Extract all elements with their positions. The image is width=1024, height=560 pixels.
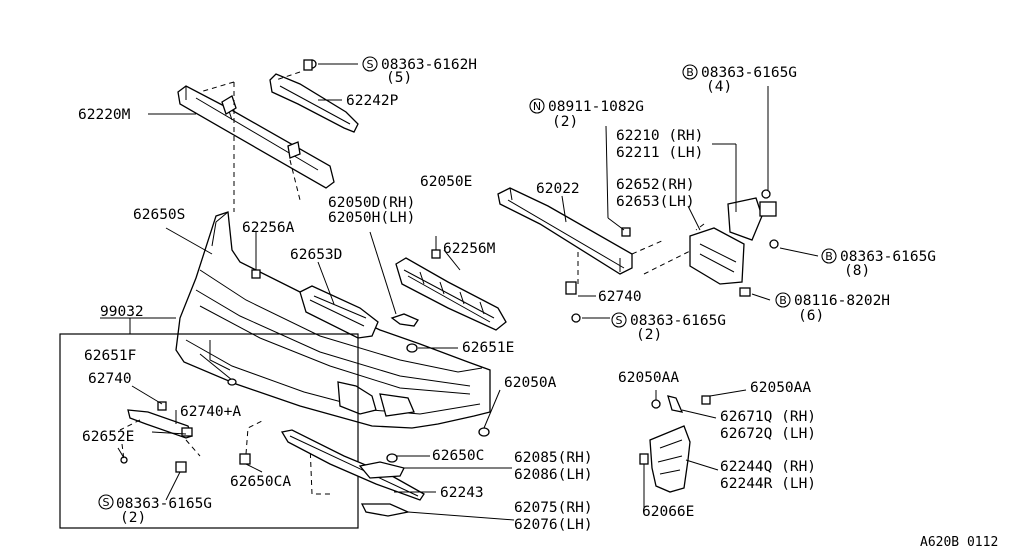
detail-box	[59, 333, 359, 529]
label-62651F: 62651F	[84, 348, 136, 364]
symbol-n: N	[533, 100, 541, 113]
label-62650C: 62650C	[432, 448, 484, 464]
label-qty-6: (6)	[798, 308, 824, 324]
symbol-s-2: S	[103, 496, 110, 509]
label-08363-6165G-bl: 08363-6165G	[116, 496, 212, 512]
label-62244R: 62244R (LH)	[720, 476, 816, 492]
label-62740-left: 62740	[88, 371, 132, 387]
leader-08116	[751, 293, 771, 301]
label-62672Q: 62672Q (LH)	[720, 426, 816, 442]
leader-62740-l	[131, 385, 163, 405]
grille-62653D	[299, 285, 379, 339]
label-62652: 62652(RH)	[616, 177, 695, 193]
label-62256M: 62256M	[443, 241, 496, 257]
leader-62653D	[317, 261, 335, 305]
leader-62651F	[199, 353, 233, 381]
label-62651E: 62651E	[462, 340, 514, 356]
label-08116-8202H: 08116-8202H	[794, 293, 890, 309]
label-62050H: 62050H(LH)	[328, 210, 415, 226]
label-62244Q: 62244Q (RH)	[720, 459, 816, 475]
label-62650S: 62650S	[133, 207, 185, 223]
label-62671Q: 62671Q (RH)	[720, 409, 816, 425]
label-62050AA-2: 62050AA	[750, 380, 811, 396]
absorber-62256M	[395, 257, 507, 331]
label-qty-2-bl: (2)	[120, 510, 146, 526]
label-62075: 62075(RH)	[514, 500, 593, 516]
leader-62244Q	[685, 459, 719, 471]
clip-62650CA	[239, 453, 251, 465]
leader-62650CA	[245, 463, 263, 473]
label-62210: 62210 (RH)	[616, 128, 703, 144]
symbol-s-1: S	[367, 58, 374, 71]
label-62050E: 62050E	[420, 174, 472, 190]
label-62050A: 62050A	[504, 375, 557, 391]
label-62085: 62085(RH)	[514, 450, 593, 466]
clip-62671Q	[667, 395, 684, 413]
bracket-62740-r	[565, 281, 577, 295]
clip-62050A	[478, 427, 490, 437]
label-qty-5: (5)	[386, 70, 412, 86]
label-08363-6162H: 08363-6162H	[381, 57, 477, 73]
leader-62652	[687, 205, 701, 231]
lip-62243	[280, 429, 425, 501]
label-99032: 99032	[100, 304, 144, 320]
symbol-s-3: S	[616, 314, 623, 327]
symbol-b-2: B	[825, 250, 833, 263]
strip-62085	[358, 461, 405, 479]
label-62066E: 62066E	[642, 504, 694, 520]
label-62050AA-1: 62050AA	[618, 370, 679, 386]
label-62653D: 62653D	[290, 247, 342, 263]
leader-08911	[605, 125, 609, 219]
clip-62651E	[406, 343, 418, 353]
label-qty-2-n: (2)	[552, 114, 578, 130]
harness-62050D	[390, 313, 419, 327]
label-08363-6165G-tr: 08363-6165G	[701, 65, 797, 81]
brackets-62740	[127, 401, 193, 439]
label-62242P: 62242P	[346, 93, 399, 109]
diagram-code: A620B 0112	[920, 535, 998, 550]
reinforcement-62220M	[177, 85, 335, 189]
label-62652E: 62652E	[82, 429, 134, 445]
leader-62652E	[117, 447, 125, 459]
label-62256A: 62256A	[242, 220, 295, 236]
leader-08363-bl	[165, 471, 181, 501]
leader-62075	[407, 511, 515, 521]
label-62243: 62243	[440, 485, 484, 501]
leader-62650S	[165, 227, 213, 255]
symbol-b-3: B	[779, 294, 787, 307]
label-62740A: 62740+A	[180, 404, 241, 420]
bracket-62244Q	[639, 425, 691, 493]
leader-62050AA-2	[709, 389, 747, 397]
label-62076: 62076(LH)	[514, 517, 593, 533]
strip-62075	[360, 503, 411, 517]
leader-62050A	[483, 389, 501, 429]
label-62022: 62022	[536, 181, 580, 197]
label-62653: 62653(LH)	[616, 194, 695, 210]
label-qty-2-m: (2)	[636, 327, 662, 343]
label-qty-4: (4)	[706, 79, 732, 95]
label-08911-1082G: 08911-1082G	[548, 99, 644, 115]
label-62740-right: 62740	[598, 289, 642, 305]
label-62650CA: 62650CA	[230, 474, 291, 490]
reinforcement-62022	[497, 187, 633, 275]
label-62211: 62211 (LH)	[616, 145, 703, 161]
leader-62050D	[369, 231, 397, 315]
leader-62022	[561, 195, 567, 223]
symbol-b-1: B	[686, 66, 694, 79]
bracket-62242P	[269, 59, 359, 133]
label-62220M: 62220M	[78, 107, 131, 123]
label-qty-8: (8)	[844, 263, 870, 279]
label-62050D: 62050D(RH)	[328, 195, 415, 211]
leader-08363-r	[779, 247, 819, 257]
label-08363-6165G-r: 08363-6165G	[840, 249, 936, 265]
leader-62256M	[443, 249, 461, 271]
leader-62671Q	[681, 409, 717, 419]
label-08363-6165G-m: 08363-6165G	[630, 313, 726, 329]
label-62086: 62086(LH)	[514, 467, 593, 483]
clip-62256A	[251, 269, 261, 279]
side-bracket-62210	[689, 189, 777, 285]
